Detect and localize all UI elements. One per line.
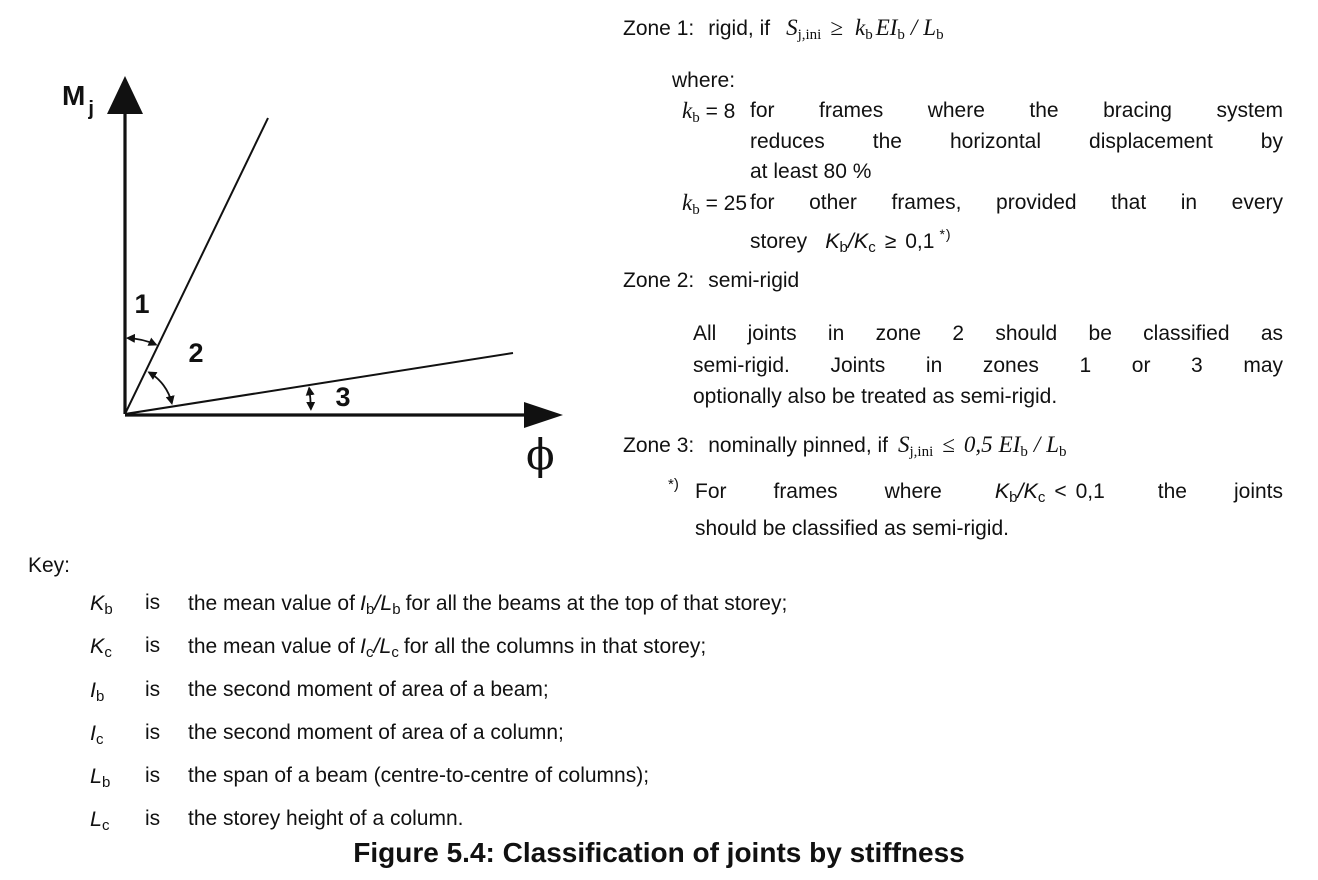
math-EI-sub: b: [897, 27, 905, 43]
math-L-sub: b: [936, 27, 944, 43]
zone1-lead: rigid, if: [708, 17, 771, 40]
math-slash: /: [910, 15, 918, 40]
math-Kb: K: [825, 228, 840, 253]
math-Ib-Lb: Ib/Lb: [359, 591, 401, 618]
zone1-number-label: 1: [134, 289, 149, 319]
kb8-label: kb = 8: [682, 98, 736, 126]
math-slash: /: [1033, 432, 1041, 457]
key-row-Ib: Ib is the second moment of area of a bea…: [28, 672, 1288, 715]
math-L: L: [923, 15, 937, 40]
key-symbol: Kb: [90, 591, 113, 618]
zone3-lead: nominally pinned, if: [708, 434, 888, 457]
math-S-sub: j,ini: [909, 444, 934, 460]
math-Ic-Lc: Ic/Lc: [359, 634, 399, 662]
zone3-label: Zone 3:: [623, 434, 695, 457]
key-symbol: Ib: [90, 677, 105, 705]
zone2-angle-arc: [147, 371, 175, 405]
key-label: Key:: [28, 554, 71, 577]
key-symbol: Lb: [90, 764, 111, 792]
math-EI-sub: b: [1020, 444, 1028, 460]
zone1-angle-arc: [125, 333, 158, 346]
key-desc: the span of a beam (centre-to-centre of …: [188, 764, 650, 788]
zone2-lead: semi-rigid: [708, 269, 800, 292]
zone2-paragraph: All joints in zone 2 should be classifie…: [693, 322, 1283, 408]
zone1-boundary-line: [124, 117, 269, 415]
kb8-text: for frames where the bracing system redu…: [750, 99, 1283, 184]
footnote-text: For frames where Kb/Kc<0,1 the joints sh…: [695, 476, 1283, 544]
key-symbol: Lc: [90, 807, 110, 835]
footnote-star: *): [668, 476, 679, 493]
kb25-text: for other frames, provided that in every…: [750, 188, 1283, 263]
zone3-boundary-line: [124, 352, 514, 415]
key-desc: the second moment of area of a column;: [188, 720, 564, 744]
zone2-label: Zone 2:: [623, 269, 695, 292]
footnote-line1: For frames where Kb/Kc<0,1 the joints: [695, 479, 1283, 506]
x-axis-label: ϕ: [526, 430, 555, 479]
key-row-Lc: Lc is the storey height of a column.: [28, 801, 1288, 844]
zone2-number-label: 2: [188, 338, 203, 368]
zone3-number-label: 3: [335, 382, 350, 412]
math-L-sub: b: [1059, 444, 1067, 460]
zone1-label: Zone 1:: [623, 17, 695, 40]
math-S: S: [786, 15, 798, 40]
math-S: S: [898, 432, 910, 457]
x-axis-arrowhead-icon: [524, 402, 563, 428]
math-S-sub: j,ini: [797, 27, 822, 43]
math-EI: EI: [998, 432, 1021, 457]
math-k-sub: b: [865, 27, 873, 43]
key-symbol: Ic: [90, 720, 104, 748]
key-desc: the storey height of a column.: [188, 807, 464, 831]
key-row-Lb: Lb is the span of a beam (centre-to-cent…: [28, 758, 1288, 801]
zone2-heading: Zone 2: semi-rigid: [623, 266, 799, 296]
kb25-label: kb = 25: [682, 190, 748, 218]
math-coef: 0,5: [963, 432, 993, 457]
math-Kb-Kc: Kb/Kc<0,1: [994, 479, 1105, 506]
zone3-angle-arc: [305, 386, 316, 411]
math-leq: ≤: [942, 432, 955, 457]
math-L: L: [1046, 432, 1060, 457]
footnote-marker: *): [939, 225, 952, 242]
math-geq: ≥: [830, 15, 843, 40]
y-axis-arrowhead-icon: [107, 76, 143, 114]
key-desc: the second moment of area of a beam;: [188, 677, 549, 701]
key-row-Ic: Ic is the second moment of area of a col…: [28, 715, 1288, 758]
math-EI: EI: [875, 15, 898, 40]
where-label: where:: [672, 69, 736, 92]
math-k: k: [854, 15, 866, 40]
figure-caption: Figure 5.4: Classification of joints by …: [353, 837, 965, 868]
key-symbol: Kc: [90, 634, 112, 662]
